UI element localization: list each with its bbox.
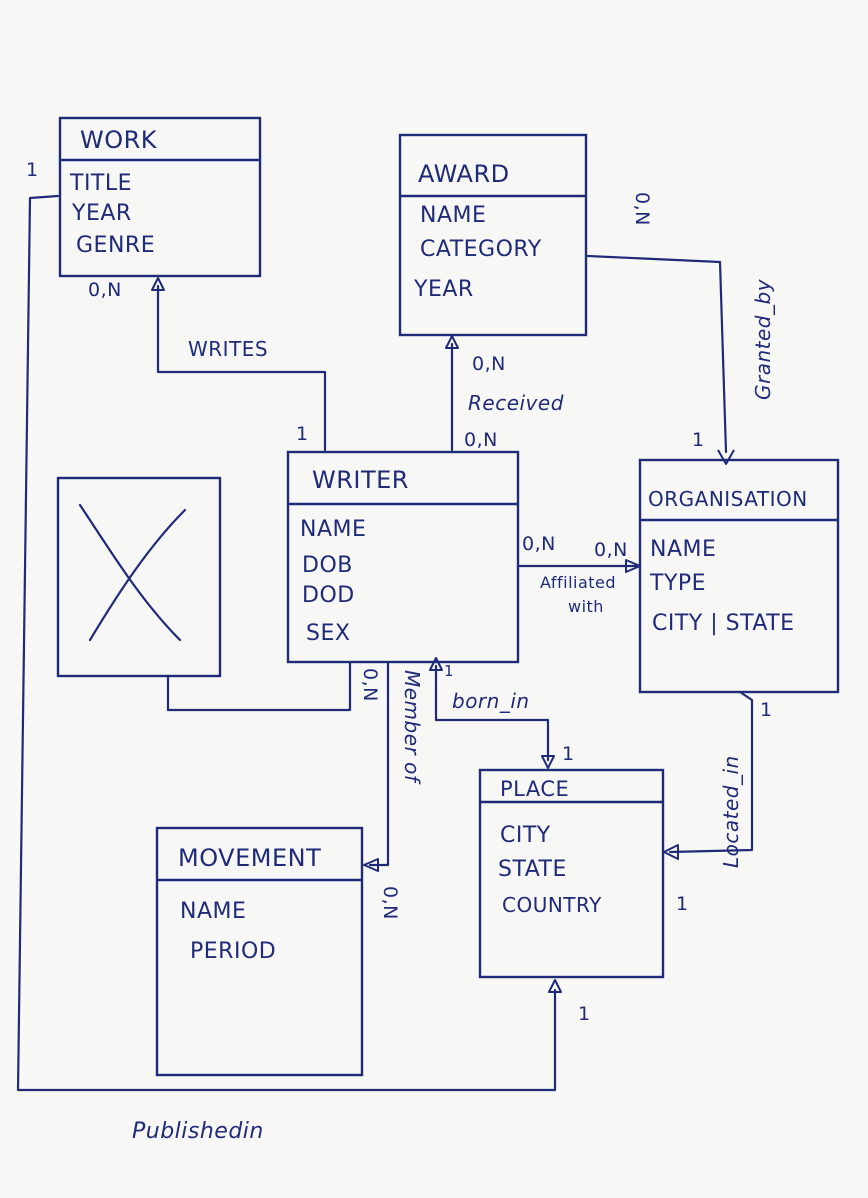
writer-attr-dob: DOB — [302, 553, 353, 578]
rel-writes-label: WRITES — [188, 337, 268, 361]
rel-writes: WRITES 0,N 1 — [88, 277, 327, 452]
writer-attr-name: NAME — [300, 517, 366, 542]
rel-published-in: Publishedin 1 1 — [16, 159, 591, 1144]
entity-writer-title: WRITER — [312, 466, 409, 494]
place-attr-state: STATE — [498, 857, 567, 882]
rel-born-in-card-writer: 1 — [444, 662, 454, 680]
arrow-head-icon — [151, 277, 165, 291]
rel-granted-by-card-award: 0,N — [631, 192, 653, 226]
entity-writer: WRITER NAME DOB DOD SEX — [286, 450, 520, 664]
award-attr-name: NAME — [420, 203, 486, 228]
movement-attr-name: NAME — [180, 899, 246, 924]
organisation-attr-name: NAME — [650, 537, 716, 562]
rel-affiliated-with: 0,N 0,N Affiliated with — [516, 533, 641, 616]
rel-granted-by-label: Granted_by — [751, 278, 775, 400]
organisation-attr-type: TYPE — [649, 571, 706, 596]
rel-published-in-label: Publishedin — [132, 1119, 264, 1144]
entity-movement: MOVEMENT NAME PERIOD — [155, 826, 364, 1077]
rel-published-in-card-work: 1 — [26, 159, 39, 181]
entity-movement-title: MOVEMENT — [178, 844, 321, 872]
crossed-out-box — [56, 476, 222, 678]
writer-attr-dod: DOD — [302, 583, 355, 608]
entity-award: AWARD NAME CATEGORY YEAR — [398, 133, 588, 337]
rel-born-in: born_in 1 1 — [429, 657, 575, 769]
rel-located-in-card-place: 1 — [676, 893, 689, 915]
work-attr-year: YEAR — [71, 201, 132, 226]
rel-writes-card-writer: 1 — [296, 423, 309, 445]
rel-born-in-card-place: 1 — [562, 743, 575, 765]
rel-published-in-card-place: 1 — [578, 1003, 591, 1025]
movement-attr-period: PERIOD — [190, 939, 276, 964]
entity-organisation-title: ORGANISATION — [648, 487, 808, 511]
rel-located-in-label: Located_in — [719, 755, 743, 868]
place-attr-country: COUNTRY — [502, 893, 602, 917]
award-attr-year: YEAR — [413, 277, 474, 302]
rel-member-of-card-writer: 0,N — [359, 668, 381, 702]
arrow-head-icon — [548, 979, 562, 993]
rel-granted-by: 0,N Granted_by 1 — [586, 192, 775, 465]
rel-located-in: Located_in 1 1 — [663, 690, 773, 915]
rel-affiliated-label-1: Affiliated — [540, 573, 616, 592]
arrow-head-icon — [541, 755, 555, 769]
rel-received: 0,N Received 0,N — [445, 335, 564, 452]
rel-member-of-card-movement: 0,N — [379, 886, 401, 920]
rel-located-in-card-org: 1 — [760, 699, 773, 721]
rel-member-of: 0,N Member of 0,N — [166, 660, 424, 920]
rel-affiliated-card-org: 0,N — [594, 539, 628, 561]
rel-received-card-award: 0,N — [472, 353, 506, 375]
rel-writes-card-work: 0,N — [88, 279, 122, 301]
award-attr-category: CATEGORY — [420, 237, 542, 262]
rel-affiliated-card-writer: 0,N — [522, 533, 556, 555]
rel-born-in-label: born_in — [452, 689, 530, 713]
arrow-head-icon — [663, 844, 679, 860]
rel-granted-by-card-org: 1 — [692, 429, 705, 451]
arrow-head-icon — [717, 449, 735, 465]
arrow-head-icon — [445, 335, 459, 349]
entity-place: PLACE CITY STATE COUNTRY — [478, 768, 665, 979]
entity-work: WORK TITLE YEAR GENRE — [58, 116, 262, 278]
writer-attr-sex: SEX — [306, 621, 350, 646]
place-attr-city: CITY — [500, 823, 551, 848]
work-attr-title: TITLE — [69, 171, 132, 196]
arrow-head-icon — [429, 657, 443, 671]
rel-received-label: Received — [468, 391, 564, 415]
organisation-attr-city-state: CITY | STATE — [652, 611, 795, 636]
rel-member-of-label: Member of — [400, 670, 424, 785]
work-attr-genre: GENRE — [76, 233, 155, 258]
arrow-head-icon — [363, 858, 379, 872]
entity-work-title: WORK — [80, 126, 158, 154]
arrow-head-icon — [625, 559, 641, 573]
entity-organisation: ORGANISATION NAME TYPE CITY | STATE — [638, 458, 840, 694]
entity-award-title: AWARD — [418, 160, 510, 188]
rel-received-card-writer: 0,N — [464, 429, 498, 451]
entity-place-title: PLACE — [500, 777, 569, 801]
rel-affiliated-label-2: with — [568, 597, 604, 616]
